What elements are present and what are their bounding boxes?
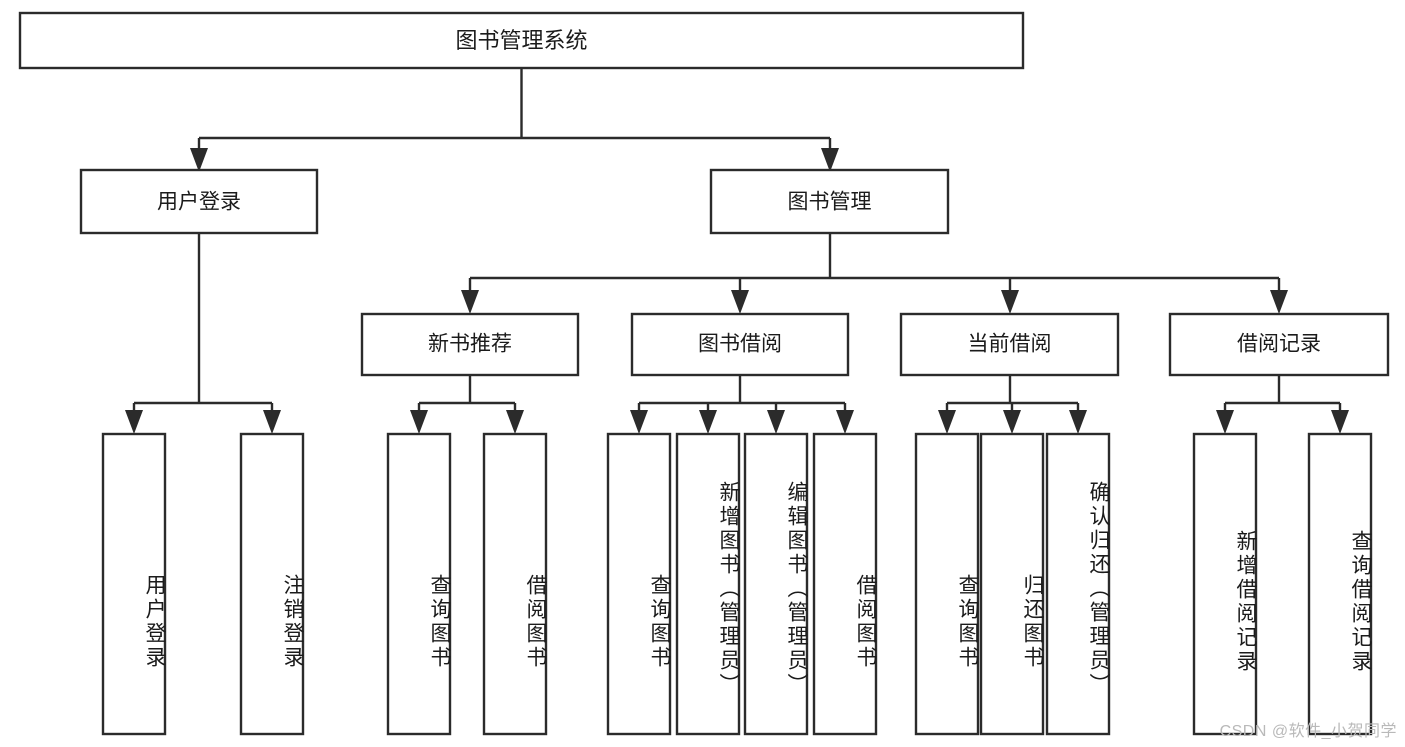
connector-booksmgmt-to-level3 — [461, 233, 1288, 314]
leaf-borrow-book-recommend[interactable] — [482, 432, 548, 736]
node-current-borrow[interactable]: 当前借阅 — [899, 312, 1120, 377]
node-book-management-label: 图书管理 — [788, 191, 872, 214]
watermark-text: CSDN @软件_小贺同学 — [1219, 723, 1397, 740]
connector-root-to-level2 — [190, 68, 839, 172]
leaf-query-book-recommend[interactable] — [386, 432, 452, 736]
node-new-book-recommend-label: 新书推荐 — [428, 333, 512, 356]
connector-borrow-to-leaves — [630, 375, 854, 434]
node-root-system[interactable]: 图书管理系统 — [18, 11, 1025, 70]
leaf-query-book-current[interactable] — [914, 432, 980, 736]
node-user-login-label: 用户登录 — [157, 191, 241, 214]
leaf-edit-book-admin[interactable] — [743, 432, 809, 736]
connector-current-to-leaves — [938, 375, 1087, 434]
node-user-login[interactable]: 用户登录 — [79, 168, 319, 235]
node-book-borrow-label: 图书借阅 — [698, 333, 782, 356]
node-borrow-record-label: 借阅记录 — [1237, 333, 1321, 356]
leaf-query-borrow-record[interactable] — [1307, 432, 1373, 736]
leaf-borrow-book[interactable] — [812, 432, 878, 736]
leaf-logout-login[interactable] — [239, 432, 305, 736]
leaf-add-borrow-record[interactable] — [1192, 432, 1258, 736]
node-book-management[interactable]: 图书管理 — [709, 168, 950, 235]
node-book-borrow[interactable]: 图书借阅 — [630, 312, 850, 377]
connector-userlogin-to-leaves — [125, 233, 281, 434]
leaf-confirm-return-admin[interactable] — [1045, 432, 1111, 736]
node-current-borrow-label: 当前借阅 — [968, 333, 1052, 356]
leaf-query-book-borrow[interactable] — [606, 432, 672, 736]
node-borrow-record[interactable]: 借阅记录 — [1168, 312, 1390, 377]
leaf-user-login[interactable] — [101, 432, 167, 736]
connector-recommend-to-leaves — [410, 375, 524, 434]
node-new-book-recommend[interactable]: 新书推荐 — [360, 312, 580, 377]
node-root-label: 图书管理系统 — [455, 28, 587, 53]
leaf-return-book[interactable] — [979, 432, 1045, 736]
connector-record-to-leaves — [1216, 375, 1349, 434]
leaf-add-book-admin[interactable] — [675, 432, 741, 736]
